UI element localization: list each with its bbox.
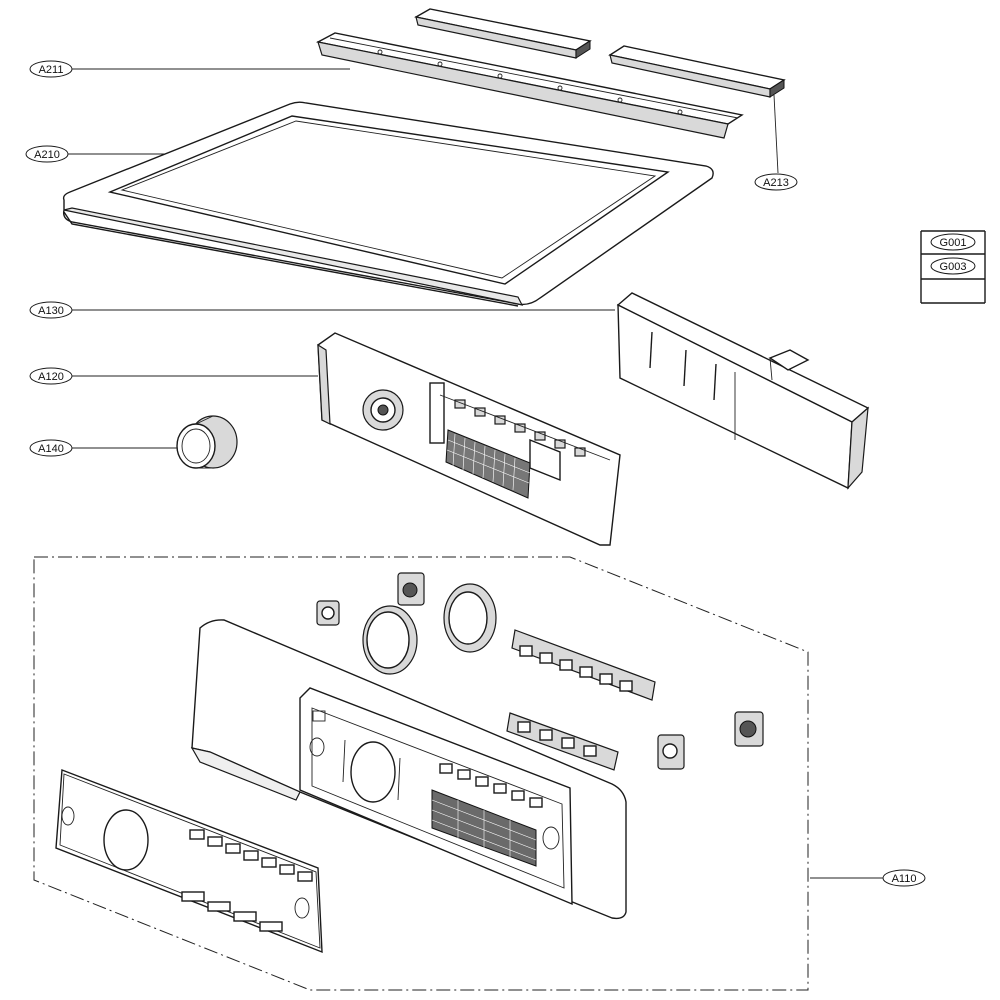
svg-text:G001: G001: [940, 237, 967, 249]
front-overlay-panel: [55, 769, 323, 954]
svg-text:A213: A213: [763, 177, 789, 189]
assembly-boundary: [33, 556, 809, 991]
button-strip-upper: [511, 629, 656, 701]
dial-ring-left: [362, 605, 418, 675]
pcb-cover: [616, 292, 870, 490]
callout-a120: A120: [29, 367, 73, 385]
side-table-row-g001: G001: [930, 233, 976, 251]
svg-text:A211: A211: [39, 64, 64, 76]
side-table-row-g003: G003: [930, 257, 976, 275]
svg-text:A210: A210: [34, 149, 60, 161]
button-strip-lower: [506, 712, 619, 771]
button-boss-3: [657, 734, 685, 770]
pcb-chip-grid: [445, 429, 531, 499]
button-boss-1: [316, 600, 340, 626]
top-strip-left: [414, 8, 592, 59]
callout-a213: A213: [754, 173, 798, 191]
rotary-knob: [176, 415, 238, 469]
callout-a130: A130: [29, 301, 73, 319]
top-rail-bracket: [315, 32, 744, 139]
callout-a140: A140: [29, 439, 73, 457]
button-boss-4: [734, 711, 764, 747]
side-part-table: G001 G003: [920, 230, 986, 304]
dial-ring-right: [443, 583, 497, 653]
button-boss-2: [397, 572, 425, 606]
svg-text:A140: A140: [38, 443, 64, 455]
callout-a211: A211: [29, 60, 73, 78]
callout-a210: A210: [25, 145, 69, 163]
lid-frame: [62, 101, 714, 307]
svg-text:G003: G003: [940, 261, 967, 273]
callout-a110: A110: [882, 869, 926, 887]
svg-text:A120: A120: [38, 371, 64, 383]
svg-text:A130: A130: [38, 305, 64, 317]
top-strip-right: [608, 45, 786, 98]
leader-lines: [68, 68, 884, 879]
svg-text:A110: A110: [892, 873, 917, 885]
control-panel-housing: [190, 619, 627, 920]
control-pcb: [317, 332, 621, 546]
